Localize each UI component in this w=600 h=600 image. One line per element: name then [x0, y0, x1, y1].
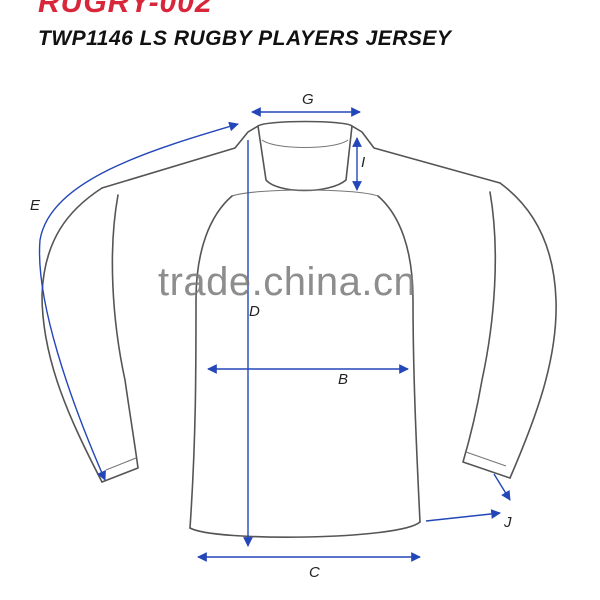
body-right	[377, 195, 421, 523]
dimension-e-line	[38, 121, 239, 481]
product-name: TWP1146 LS RUGBY PLAYERS JERSEY	[38, 27, 452, 50]
dimension-lines	[38, 107, 511, 562]
body-left	[189, 195, 233, 529]
body-hem	[189, 521, 421, 538]
label-j: J	[503, 514, 512, 531]
collar-inner	[261, 139, 349, 149]
dimension-labels: G I E D B C J	[30, 91, 512, 581]
collar	[257, 120, 353, 192]
right-sleeve-inner	[462, 191, 511, 479]
label-c: C	[309, 564, 320, 581]
left-sleeve-inner	[101, 194, 139, 483]
product-code: RUGRY-002	[38, 0, 213, 19]
label-e: E	[30, 197, 41, 214]
label-d: D	[249, 303, 260, 320]
left-cuff	[105, 457, 137, 471]
right-shoulder	[351, 125, 501, 184]
label-i: I	[361, 154, 365, 171]
left-shoulder	[101, 125, 259, 189]
left-sleeve-outer	[41, 187, 103, 483]
right-cuff	[465, 451, 507, 467]
label-b: B	[338, 371, 348, 388]
dimension-j-line	[425, 509, 501, 522]
jersey-outline	[41, 120, 557, 538]
dimension-j-pointer	[493, 473, 511, 501]
yoke-seam	[231, 189, 379, 197]
right-sleeve-outer	[499, 182, 557, 479]
label-g: G	[302, 91, 314, 108]
watermark: trade.china.cn	[158, 260, 417, 304]
